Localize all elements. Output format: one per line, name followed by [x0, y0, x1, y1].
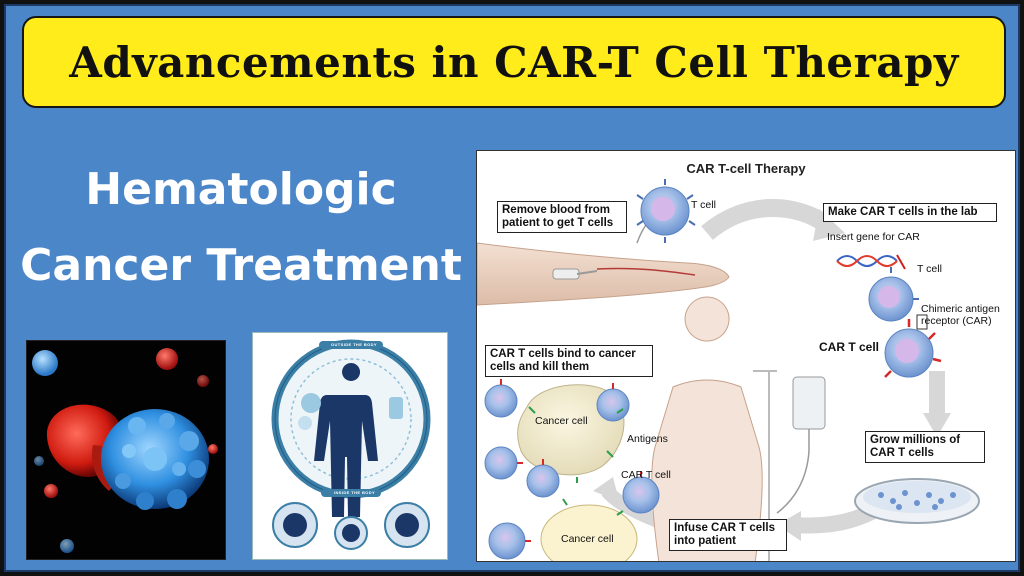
heading-line-2: Cancer Treatment — [20, 240, 462, 291]
step-remove-blood: Remove blood from patient to get T cells — [497, 201, 627, 233]
car-t-3d-render — [26, 340, 226, 560]
label-antigens: Antigens — [627, 433, 668, 445]
car-t-cluster — [484, 379, 660, 560]
t-cell-top — [636, 179, 696, 243]
therapy-infographic: OUTSIDE THE BODY INSIDE THE BODY — [252, 332, 448, 560]
inside-body-label: INSIDE THE BODY — [334, 490, 376, 495]
diagram-title: CAR T-cell Therapy — [686, 161, 806, 176]
title-banner: Advancements in CAR-T Cell Therapy — [22, 16, 1006, 108]
step-bind-kill: CAR T cells bind to cancer cells and kil… — [485, 345, 653, 377]
thumbnail-frame: Advancements in CAR-T Cell Therapy Hemat… — [4, 4, 1020, 572]
step-grow: Grow millions of CAR T cells — [865, 431, 985, 463]
label-car-receptor-1: Chimeric antigen — [921, 303, 1000, 315]
label-car-receptor-2: receptor (CAR) — [921, 315, 992, 327]
label-car-t-cell-small: CAR T cell — [621, 469, 671, 481]
label-t-cell-lab: T cell — [917, 263, 942, 275]
main-title: Advancements in CAR-T Cell Therapy — [69, 37, 959, 87]
car-t-cell-lab — [884, 314, 942, 378]
t-cell-lab — [868, 267, 919, 322]
label-cancer-cell-2: Cancer cell — [561, 533, 614, 545]
car-t-process-diagram: CAR T-cell Therapy Remove blood from pat… — [476, 150, 1016, 562]
label-cancer-cell-1: Cancer cell — [535, 415, 588, 427]
step-make-car-t: Make CAR T cells in the lab — [823, 203, 997, 222]
heading-line-1: Hematologic — [85, 164, 397, 215]
step-infuse: Infuse CAR T cells into patient — [669, 519, 787, 551]
label-car-t-cell: CAR T cell — [819, 340, 880, 354]
label-t-cell-top: T cell — [691, 199, 716, 211]
label-insert-gene: Insert gene for CAR — [827, 231, 920, 243]
outside-body-label: OUTSIDE THE BODY — [331, 342, 377, 347]
